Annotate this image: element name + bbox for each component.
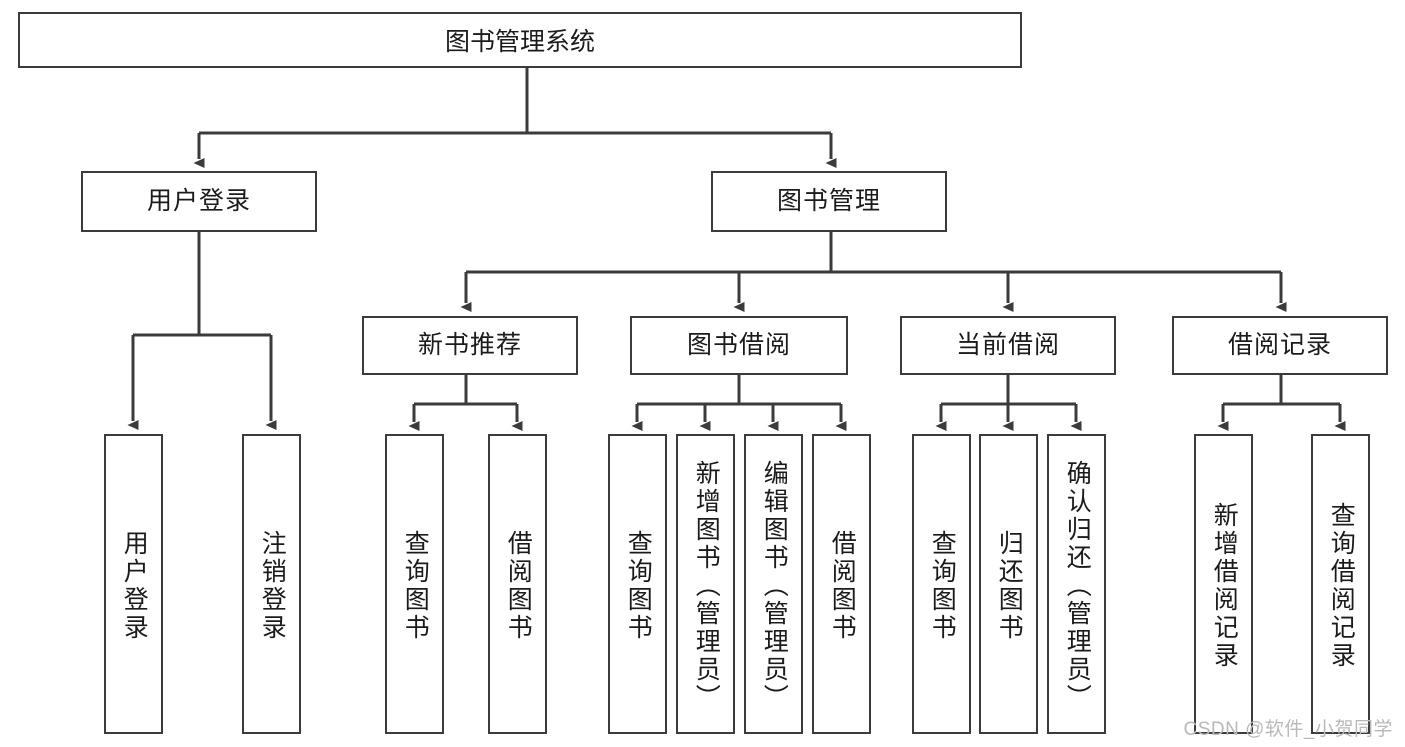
node-leaf-confirm-return[interactable]: 确认归还（管理员） [1047, 434, 1106, 734]
node-new-book-recommend-label: 新书推荐 [417, 331, 522, 360]
node-book-management-label: 图书管理 [776, 187, 881, 216]
node-leaf-query-book-3[interactable]: 查询图书 [912, 434, 971, 734]
node-book-borrow-label: 图书借阅 [686, 331, 791, 360]
node-leaf-add-record[interactable]: 新增借阅记录 [1194, 434, 1253, 734]
node-new-book-recommend[interactable]: 新书推荐 [362, 316, 578, 375]
node-leaf-borrow-book-1-label: 借阅图书 [504, 530, 533, 642]
node-current-borrow-label: 当前借阅 [955, 331, 1060, 360]
node-leaf-return-book[interactable]: 归还图书 [979, 434, 1038, 734]
node-leaf-borrow-book-1[interactable]: 借阅图书 [488, 434, 547, 734]
node-root[interactable]: 图书管理系统 [18, 12, 1022, 68]
node-borrow-record-label: 借阅记录 [1227, 331, 1332, 360]
node-leaf-query-record[interactable]: 查询借阅记录 [1311, 434, 1370, 734]
node-leaf-add-book[interactable]: 新增图书（管理员） [676, 434, 735, 734]
node-leaf-user-logout-label: 注销登录 [258, 530, 287, 642]
node-leaf-query-book-2[interactable]: 查询图书 [608, 434, 667, 734]
node-leaf-return-book-label: 归还图书 [995, 530, 1024, 642]
node-leaf-add-record-label: 新增借阅记录 [1210, 502, 1239, 670]
node-book-borrow[interactable]: 图书借阅 [630, 316, 848, 375]
node-leaf-user-logout[interactable]: 注销登录 [242, 434, 301, 734]
node-leaf-edit-book-label: 编辑图书（管理员） [760, 460, 789, 712]
node-leaf-query-book-2-label: 查询图书 [624, 530, 653, 642]
node-leaf-edit-book[interactable]: 编辑图书（管理员） [744, 434, 803, 734]
node-current-borrow[interactable]: 当前借阅 [900, 316, 1116, 375]
node-user-login-label: 用户登录 [146, 187, 251, 216]
node-leaf-query-book-1[interactable]: 查询图书 [385, 434, 444, 734]
csdn-watermark: CSDN @软件_小贺同学 [1183, 719, 1393, 740]
node-book-management[interactable]: 图书管理 [711, 171, 947, 232]
node-leaf-query-book-3-label: 查询图书 [928, 530, 957, 642]
node-leaf-borrow-book-2[interactable]: 借阅图书 [812, 434, 871, 734]
node-leaf-query-record-label: 查询借阅记录 [1327, 502, 1356, 670]
node-leaf-add-book-label: 新增图书（管理员） [692, 460, 721, 712]
node-leaf-query-book-1-label: 查询图书 [401, 530, 430, 642]
node-root-label: 图书管理系统 [444, 28, 595, 56]
node-user-login[interactable]: 用户登录 [81, 171, 317, 232]
node-leaf-confirm-return-label: 确认归还（管理员） [1063, 460, 1092, 712]
node-borrow-record[interactable]: 借阅记录 [1172, 316, 1388, 375]
node-leaf-borrow-book-2-label: 借阅图书 [828, 530, 857, 642]
node-leaf-user-login[interactable]: 用户登录 [104, 434, 163, 734]
node-leaf-user-login-label: 用户登录 [120, 530, 149, 642]
